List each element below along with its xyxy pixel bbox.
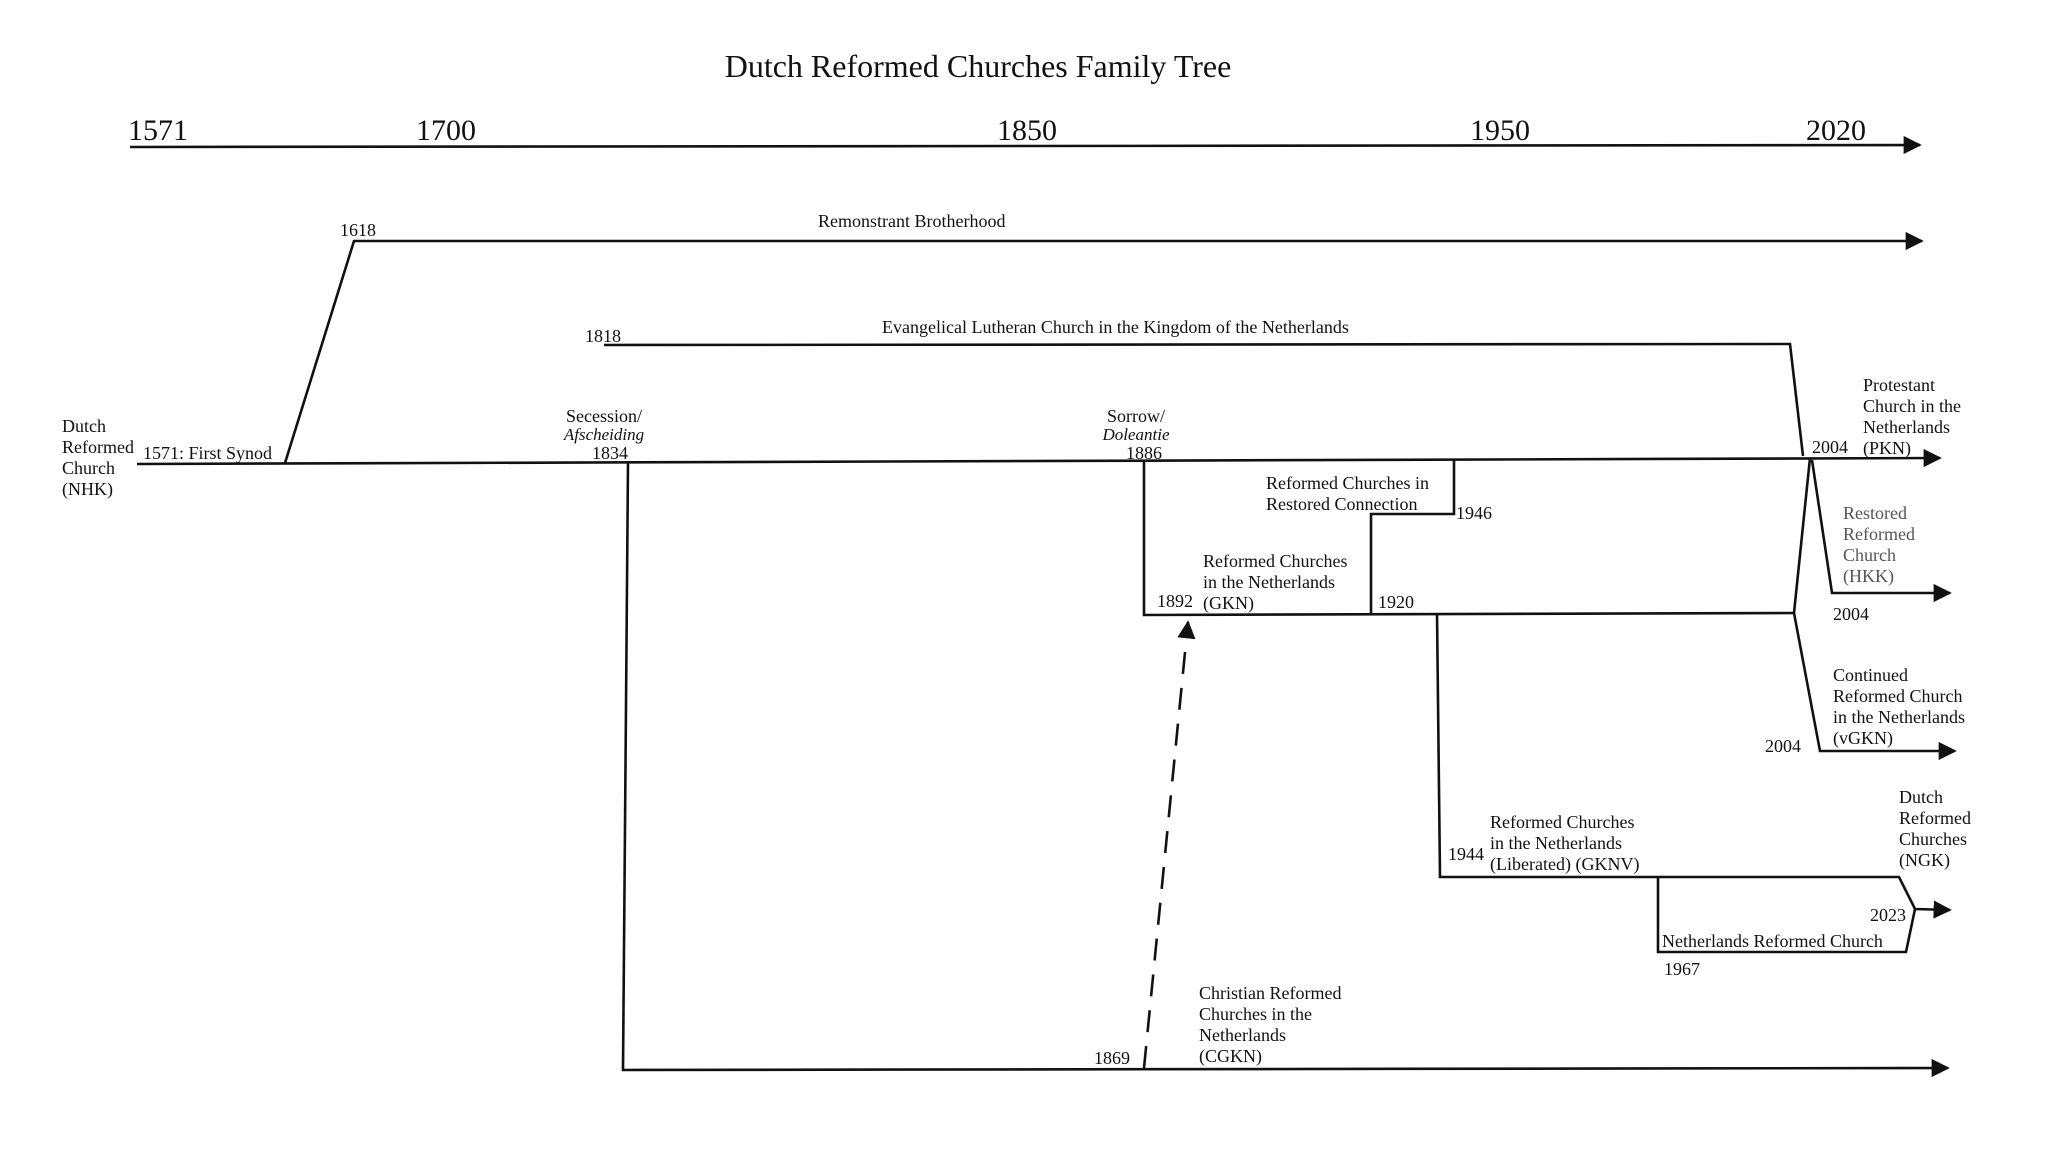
cgkn-label: Christian Reformed Churches in the Nethe… (1199, 983, 1346, 1067)
pkn-label: Protestant Church in the Netherlands (PK… (1863, 375, 1965, 459)
restored-connection-line (1369, 459, 1456, 613)
nrc-label: Netherlands Reformed Church (1662, 931, 1883, 951)
gknv-year: 1944 (1448, 844, 1484, 864)
remonstrant-line (283, 231, 1924, 464)
gkn-split-year-1920: 1920 (1378, 592, 1414, 612)
secession-label: Secession/ (566, 406, 642, 426)
axis-year-1950: 1950 (1470, 114, 1530, 147)
nhk-label: Dutch Reformed Church (NHK) (62, 416, 138, 500)
cgkn-1892-union-dashed-arrow (1142, 620, 1196, 1069)
doleantie-year: 1886 (1126, 443, 1162, 463)
lutheran-label: Evangelical Lutheran Church in the Kingd… (882, 317, 1349, 337)
ngk-year: 2023 (1870, 905, 1906, 925)
lutheran-line (603, 342, 1805, 457)
vgkn-line (1792, 612, 1957, 761)
gkn-label: Reformed Churches in the Netherlands (GK… (1203, 551, 1352, 614)
nrc-year: 1967 (1664, 959, 1700, 979)
doleantie-label: Doleantie (1101, 425, 1169, 444)
secession-year: 1834 (592, 443, 628, 463)
diagram-title: Dutch Reformed Churches Family Tree (725, 48, 1232, 84)
gknv-label: Reformed Churches in the Netherlands (Li… (1490, 812, 1639, 875)
hkk-year: 2004 (1833, 604, 1869, 624)
axis-year-1850: 1850 (997, 114, 1057, 147)
first-synod-label: 1571: First Synod (143, 443, 272, 463)
axis-year-1700: 1700 (416, 114, 476, 147)
hkk-line (1810, 459, 1952, 603)
ngk-label: Dutch Reformed Churches (NGK) (1899, 787, 1975, 871)
gkn-line (1142, 462, 1795, 617)
vgkn-label: Continued Reformed Church in the Netherl… (1833, 665, 1969, 749)
axis-year-2020: 2020 (1806, 114, 1866, 147)
hkk-label: Restored Reformed Church (HKK) (1843, 503, 1919, 587)
pkn-year: 2004 (1812, 437, 1848, 457)
afscheiding-label: Afscheiding (563, 425, 644, 444)
sorrow-label: Sorrow/ (1107, 406, 1165, 426)
restored-connection-year: 1946 (1456, 503, 1492, 523)
remonstrant-year: 1618 (340, 220, 376, 240)
gkn-year: 1892 (1157, 591, 1193, 611)
cgkn-line (621, 462, 1950, 1078)
gkn-merge-pkn-line (1792, 457, 1812, 614)
time-axis (129, 135, 1922, 155)
vgkn-year: 2004 (1765, 736, 1801, 756)
remonstrant-label: Remonstrant Brotherhood (818, 211, 1005, 231)
nrc-line (1656, 877, 1917, 954)
gknv-line (1435, 612, 1952, 919)
nhk-main-line (136, 448, 1942, 468)
cgkn-year: 1869 (1094, 1048, 1130, 1068)
axis-year-1571: 1571 (128, 114, 188, 147)
lutheran-year: 1818 (585, 326, 621, 346)
restored-connection-label: Reformed Churches in Restored Connection (1266, 473, 1433, 514)
